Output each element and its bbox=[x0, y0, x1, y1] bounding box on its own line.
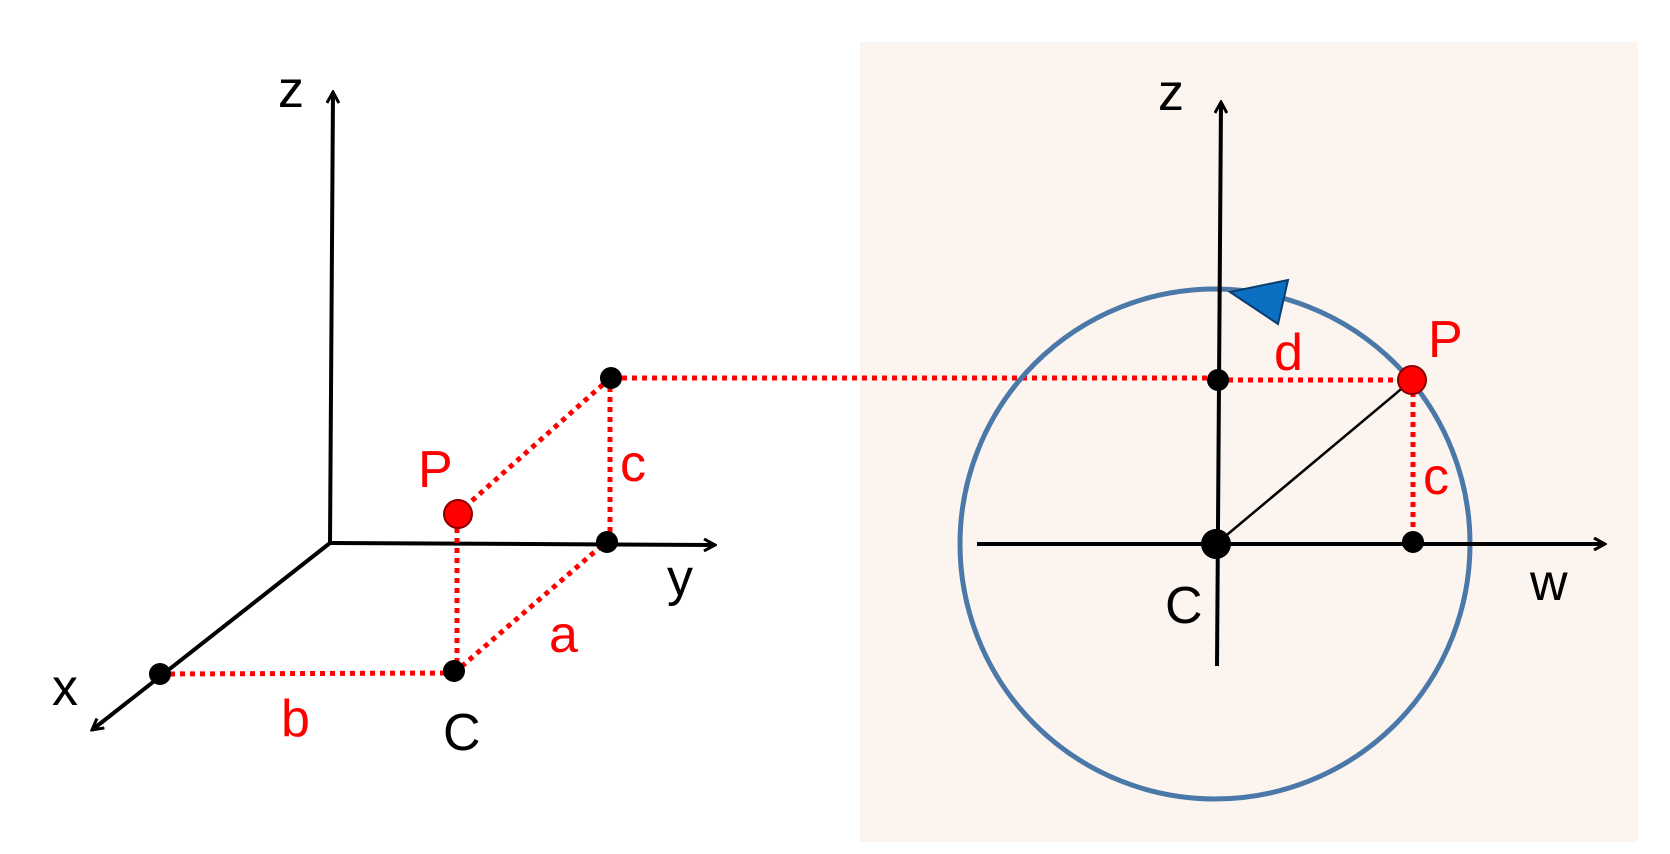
segment-a-label: a bbox=[549, 606, 578, 664]
x-axis-label: x bbox=[52, 659, 78, 717]
segment-c-label: c bbox=[1423, 448, 1449, 506]
left-3d-diagram: z y x b a c P C bbox=[52, 61, 1212, 762]
z-axis-label: z bbox=[278, 61, 304, 119]
x-axis-point bbox=[149, 663, 171, 685]
point-P bbox=[443, 499, 473, 529]
y-axis-label: y bbox=[667, 549, 693, 607]
radius-line bbox=[1215, 379, 1413, 545]
point-P-label: P bbox=[418, 441, 453, 499]
right-panel-background bbox=[860, 42, 1638, 842]
counterclockwise-arrow-icon bbox=[1227, 278, 1290, 326]
point-C-label: C bbox=[443, 704, 481, 762]
y-axis bbox=[329, 543, 715, 545]
segment-a-line bbox=[452, 540, 608, 675]
P-to-top-line bbox=[455, 378, 610, 516]
point-P bbox=[1397, 365, 1427, 395]
segment-d-label: d bbox=[1274, 324, 1303, 382]
segment-b-label: b bbox=[281, 690, 310, 748]
y-axis-point bbox=[596, 531, 618, 553]
z-axis bbox=[330, 92, 333, 544]
top-point bbox=[600, 367, 622, 389]
point-P-label: P bbox=[1428, 311, 1463, 369]
w-axis-label: w bbox=[1529, 554, 1568, 612]
w-axis-point bbox=[1402, 531, 1424, 553]
z-axis-point bbox=[1207, 369, 1229, 391]
center-point-C bbox=[1201, 529, 1231, 559]
point-C-label: C bbox=[1165, 577, 1203, 635]
z-axis-label: z bbox=[1158, 64, 1184, 122]
point-C bbox=[443, 660, 465, 682]
right-rotation-diagram: z w d c P C bbox=[957, 64, 1605, 802]
segment-c-label: c bbox=[620, 435, 646, 493]
segment-b-line bbox=[159, 670, 455, 677]
x-axis bbox=[92, 541, 332, 730]
